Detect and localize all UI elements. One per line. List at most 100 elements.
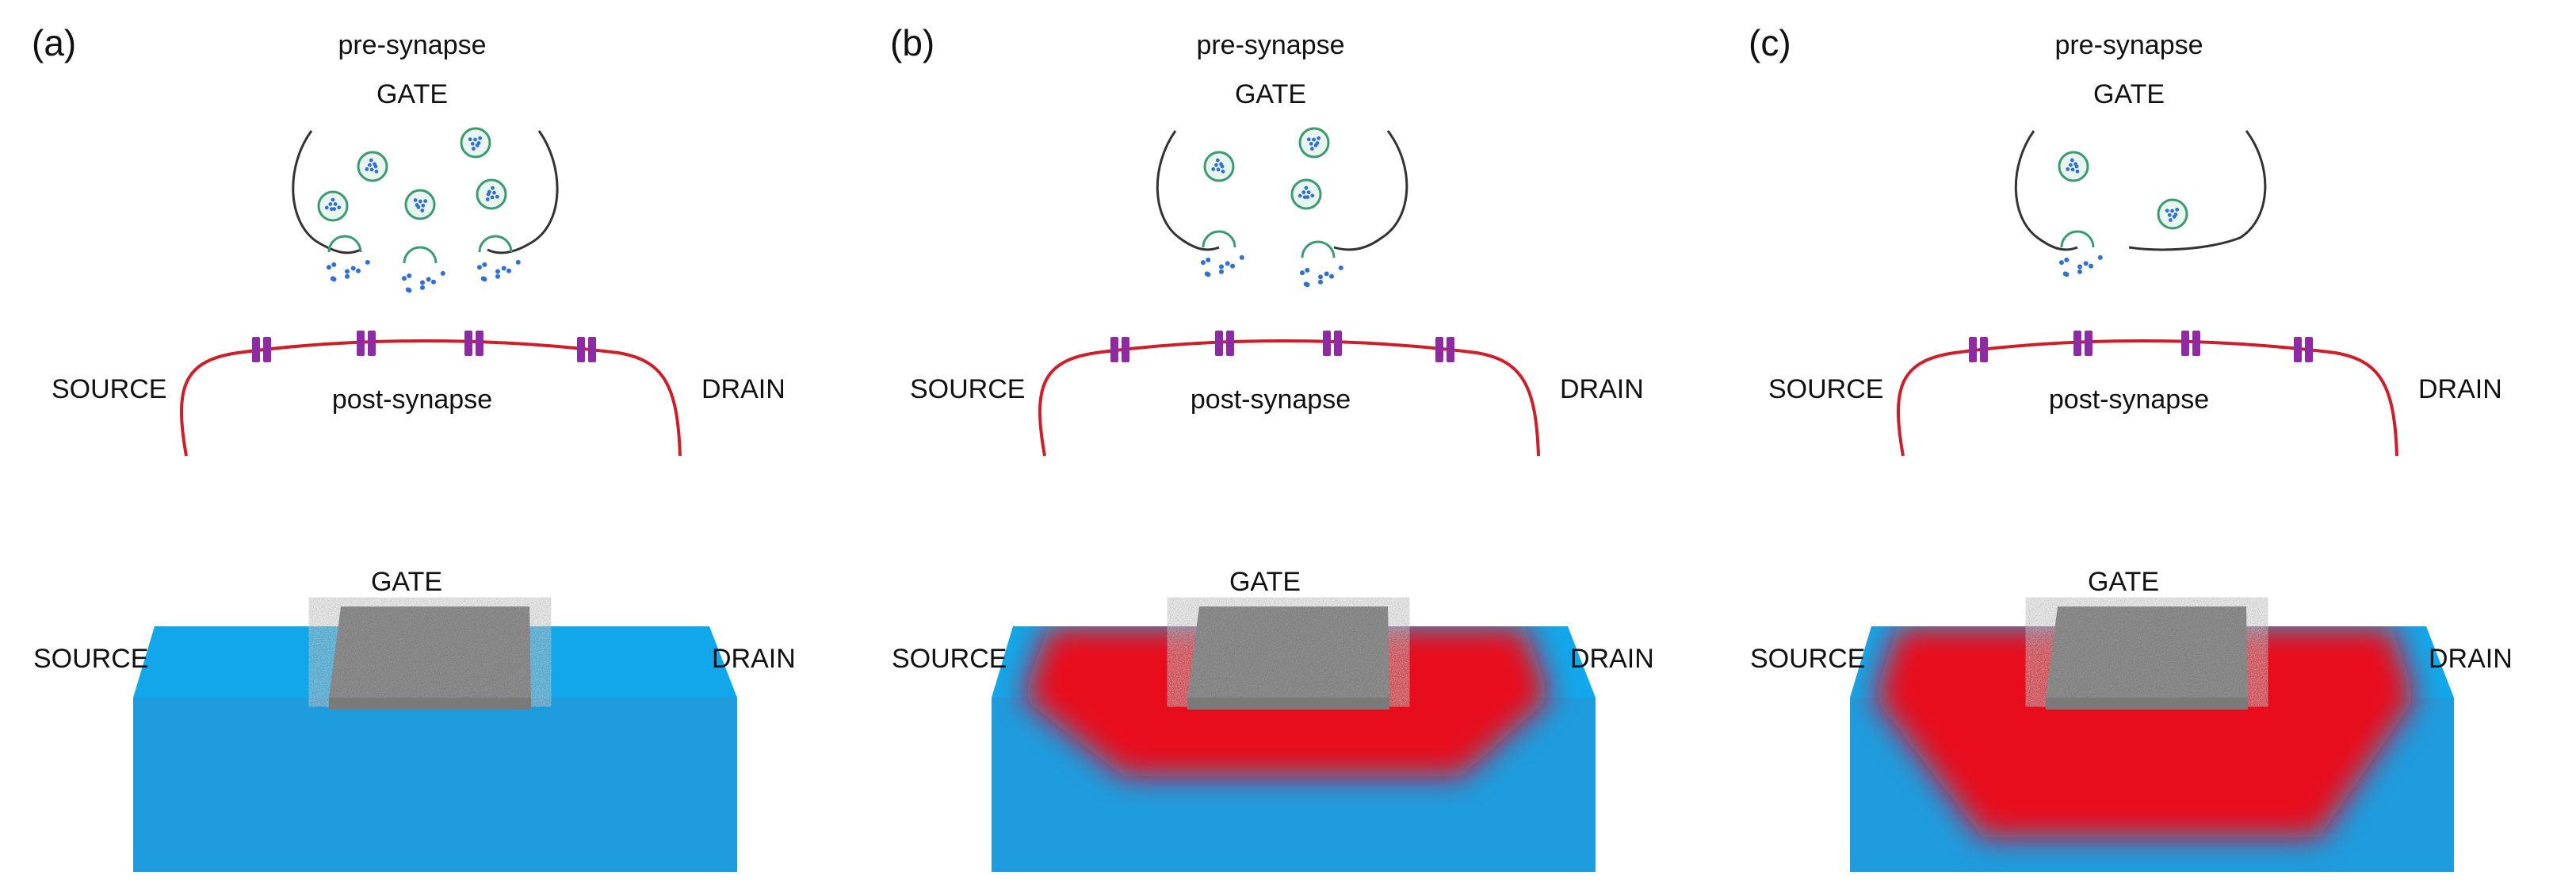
neurotransmitter-dot [2058, 260, 2064, 266]
vesicles [317, 127, 507, 222]
source-top-label: SOURCE [52, 374, 166, 404]
neurotransmitter-dot [1305, 282, 1310, 288]
panel-c-canvas: (c) pre-synapse GATE SOURCE post-synapse… [1749, 22, 2513, 872]
panel-tag: (c) [1749, 22, 1791, 63]
neurotransmitter-dot [420, 285, 426, 290]
receptor [1435, 337, 1454, 362]
drain-device-label: DRAIN [1570, 644, 1654, 674]
gate-device-label: GATE [371, 567, 442, 597]
receptor [357, 331, 376, 356]
neurotransmitter-dot [1329, 274, 1335, 279]
neurotransmitter-dot [345, 274, 350, 279]
transistor-device [1850, 606, 2454, 872]
release-site [1202, 230, 1236, 248]
neurotransmitter-dot [2097, 254, 2103, 260]
terminal-outline [1156, 130, 1408, 251]
release-site [478, 235, 513, 253]
neurotransmitter-dot [501, 266, 506, 271]
neurotransmitter-dot [2089, 263, 2094, 269]
receptor [1323, 331, 1342, 356]
receptors [252, 331, 596, 362]
vesicle [1298, 127, 1330, 159]
presynapse-label: pre-synapse [338, 30, 486, 60]
gate-block [1187, 606, 1389, 710]
terminal-outline [2014, 130, 2267, 251]
neurotransmitter-dot [2077, 264, 2082, 270]
gate-block [329, 606, 531, 710]
neurotransmitter-dot [440, 270, 445, 276]
source-device-label: SOURCE [33, 644, 148, 674]
postsynapse-label: post-synapse [332, 385, 492, 415]
vesicle [2058, 151, 2089, 182]
vesicle [1203, 151, 1235, 182]
panel-a-canvas: (a) pre-synapse GATE SOURCE post-synapse… [32, 22, 796, 872]
neurotransmitter-dot [407, 273, 412, 278]
neurotransmitter-dot [1206, 257, 1211, 262]
neurotransmitter-dot [515, 259, 521, 265]
drain-top-label: DRAIN [1560, 374, 1644, 404]
neurotransmitter-dot [1200, 260, 1206, 266]
neurotransmitter-dot [2083, 261, 2089, 266]
neurotransmitter-dot [1338, 265, 1343, 270]
neurotransmitter-dot [1317, 274, 1323, 280]
neurotransmitter-dot [1318, 279, 1324, 285]
vesicles [2058, 151, 2188, 230]
neurotransmitter-dot [476, 265, 482, 270]
neurotransmitter-dot [1219, 269, 1225, 274]
vesicle [404, 189, 436, 220]
panel-b-canvas: (b) pre-synapse GATE SOURCE post-synapse… [890, 22, 1654, 872]
neurotransmitter-dot [2077, 269, 2083, 274]
postsynapse-label: post-synapse [1191, 385, 1351, 415]
drain-top-label: DRAIN [2418, 374, 2502, 404]
drain-device-label: DRAIN [712, 644, 796, 674]
neurotransmitter-dot [331, 262, 337, 267]
neurotransmitter-dot [331, 277, 337, 282]
release-site [327, 235, 362, 253]
receptor [2294, 337, 2313, 362]
neurotransmitter-dot [2064, 272, 2070, 277]
panel-tag: (a) [32, 22, 76, 63]
neurotransmitter-dot [1230, 263, 1236, 269]
receptor [464, 331, 483, 356]
drain-device-label: DRAIN [2429, 644, 2513, 674]
transistor-device [133, 606, 737, 872]
terminal-outline [292, 130, 559, 254]
vesicle [476, 178, 507, 210]
release-site [2060, 230, 2095, 248]
postsynaptic-membrane [1038, 339, 1540, 457]
receptor [1969, 337, 1988, 362]
neurotransmitter-dot [1324, 271, 1329, 277]
presynaptic-terminal [1156, 130, 1408, 251]
neurotransmitter-dot [495, 274, 501, 279]
release-site [403, 246, 438, 264]
neurotransmitter-dot [419, 280, 425, 285]
gate-device-label: GATE [1229, 567, 1301, 597]
panel-b: (b) pre-synapse GATE SOURCE post-synapse… [858, 0, 1717, 880]
neurotransmitter-dot [482, 262, 487, 267]
neurotransmitter-dot [1305, 267, 1310, 273]
neurotransmitter-dot [431, 279, 437, 285]
neurotransmitter-dot [1239, 254, 1244, 260]
gate-top-label: GATE [1235, 79, 1306, 109]
receptor [252, 337, 271, 362]
panel-tag: (b) [890, 22, 934, 63]
receptor [2181, 331, 2200, 356]
receptor [577, 337, 596, 362]
source-device-label: SOURCE [892, 644, 1007, 674]
presynapse-label: pre-synapse [1196, 30, 1344, 60]
panel-c: (c) pre-synapse GATE SOURCE post-synapse… [1717, 0, 2575, 880]
neurotransmitter-dots [1200, 230, 1343, 288]
gate-top-label: GATE [2093, 79, 2165, 109]
receptor [1110, 337, 1129, 362]
neurotransmitter-dot [1225, 261, 1230, 266]
receptor [2073, 331, 2093, 356]
vesicles [1203, 127, 1330, 210]
receptors [1969, 331, 2313, 362]
vesicle [2157, 198, 2188, 230]
presynapse-label: pre-synapse [2054, 30, 2203, 60]
neurotransmitter-dots [2058, 230, 2103, 277]
neurotransmitter-dot [356, 268, 361, 274]
neurotransmitter-dot [401, 276, 407, 281]
transistor-device [992, 606, 1596, 872]
vesicle [357, 151, 388, 182]
